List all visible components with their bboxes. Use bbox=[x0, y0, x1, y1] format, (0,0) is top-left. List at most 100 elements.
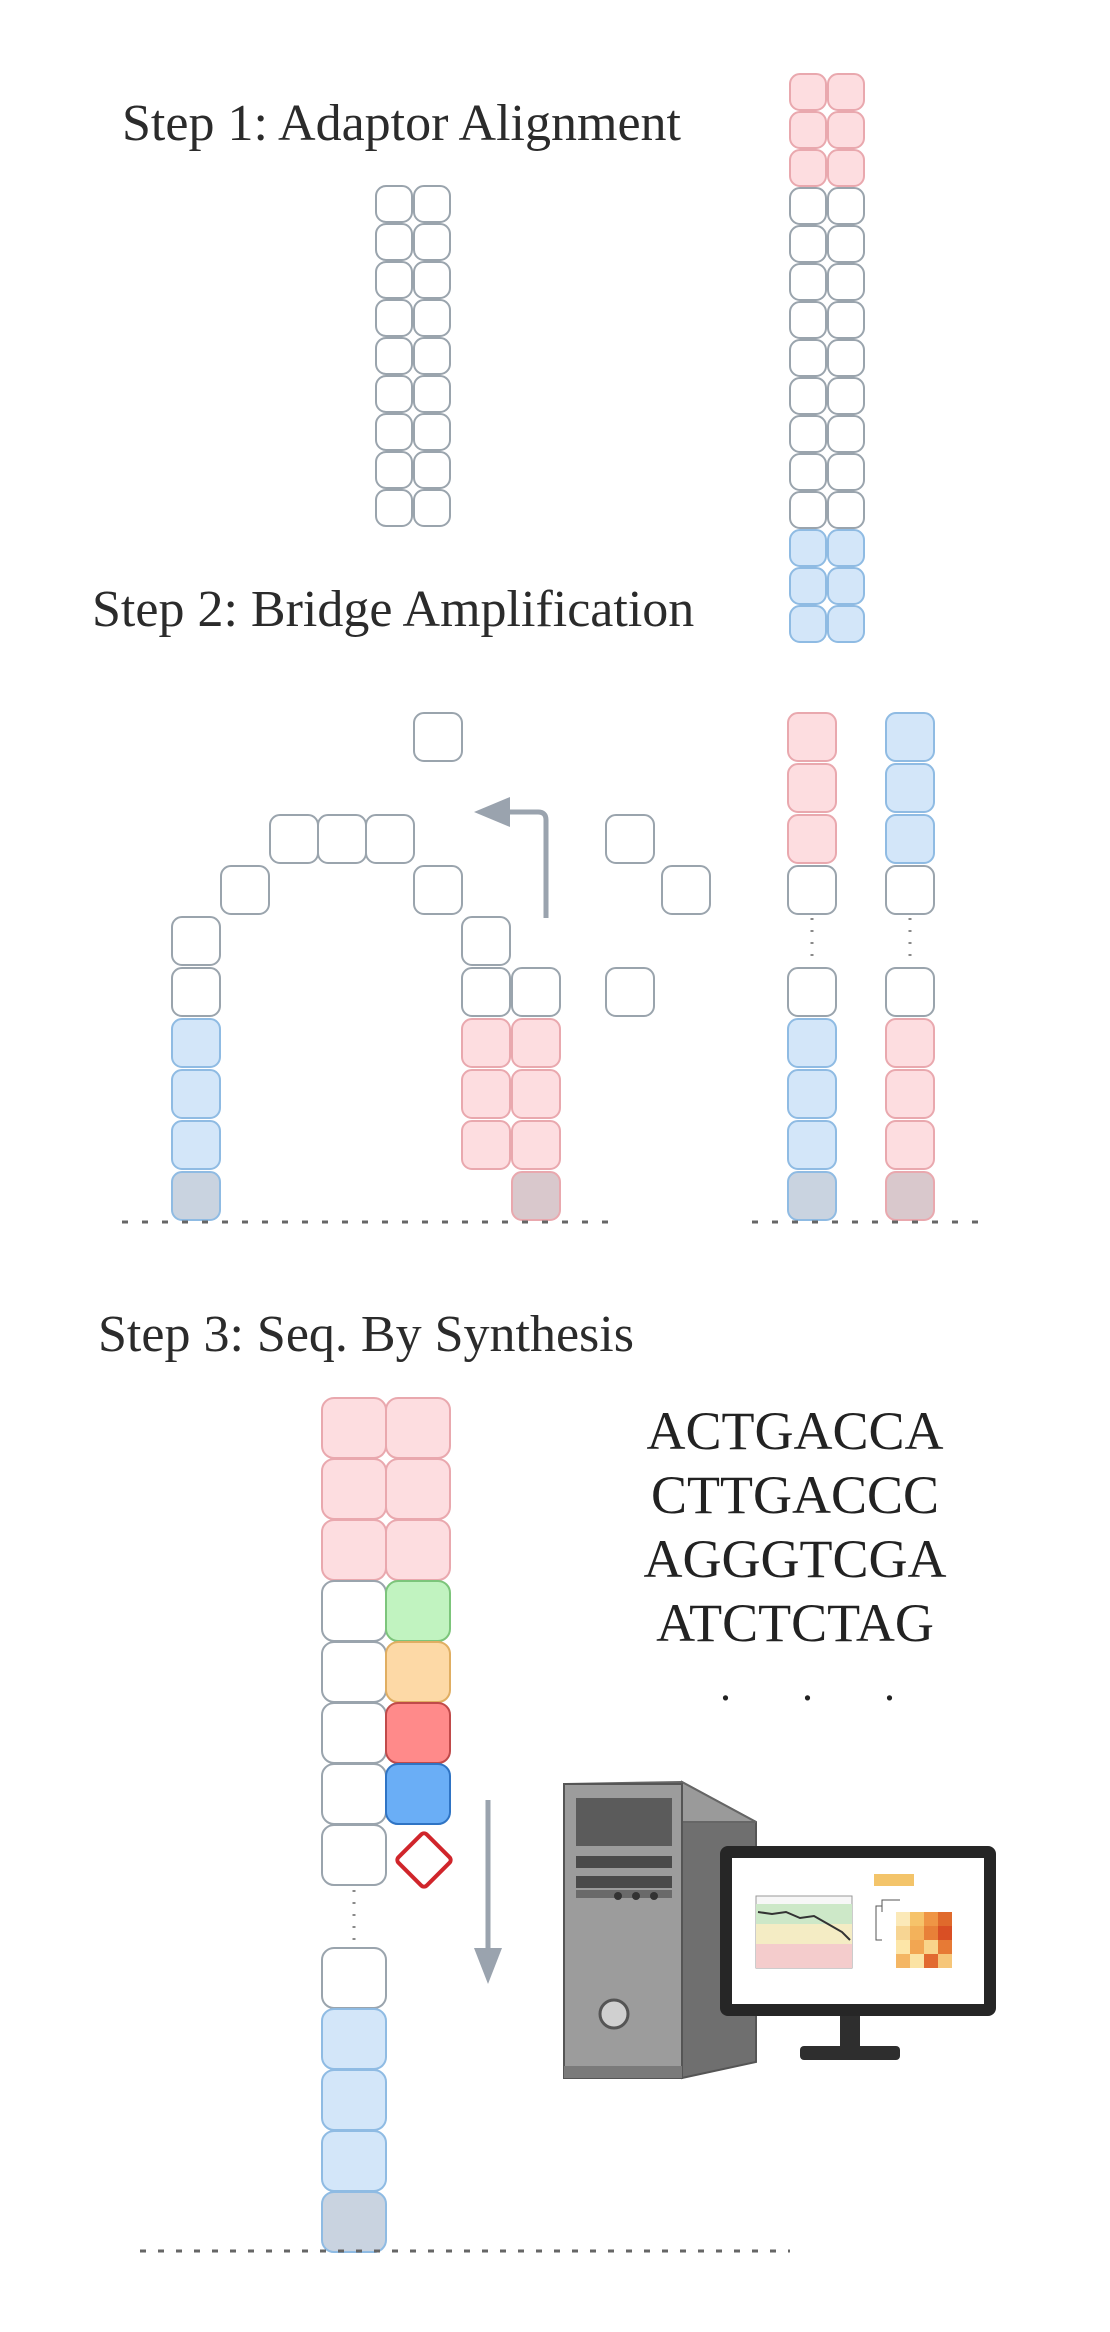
anchor-cell bbox=[511, 1171, 561, 1221]
screen-dendrogram bbox=[875, 1899, 900, 1941]
sequence-read-1: ACTGACCA bbox=[646, 1401, 944, 1461]
strand-cell bbox=[511, 967, 561, 1017]
strand-cell bbox=[827, 491, 865, 529]
step2-title: Step 2: Bridge Amplification bbox=[92, 581, 695, 638]
bridge-arrow-shaft bbox=[500, 809, 549, 918]
strand-cell bbox=[413, 375, 451, 413]
red-adaptor-cell bbox=[461, 1120, 511, 1170]
blue-adaptor-cell bbox=[787, 1120, 837, 1170]
blue-adaptor-cell bbox=[787, 1018, 837, 1068]
screen-heatmap-cell bbox=[938, 1954, 952, 1968]
strand-cell bbox=[789, 187, 827, 225]
strand-cell bbox=[885, 967, 935, 1017]
red-adaptor-cell bbox=[885, 1018, 935, 1068]
screen-heatmap-cell bbox=[938, 1926, 952, 1940]
blue-adaptor-cell bbox=[171, 1120, 221, 1170]
strand-cell bbox=[375, 299, 413, 337]
tower-slot bbox=[576, 1890, 672, 1898]
strand-cell bbox=[413, 261, 451, 299]
red-adaptor-cell bbox=[385, 1397, 451, 1459]
tower-bay bbox=[576, 1798, 672, 1846]
strand-cell bbox=[789, 263, 827, 301]
screen-plot-band bbox=[756, 1944, 852, 1968]
strand-cell bbox=[885, 865, 935, 915]
strand-cell bbox=[827, 339, 865, 377]
screen-heatmap-cell bbox=[896, 1926, 910, 1940]
strand-cell bbox=[827, 377, 865, 415]
strand-cell bbox=[375, 413, 413, 451]
strand-cell bbox=[171, 967, 221, 1017]
bridge-arrow-head bbox=[474, 797, 510, 827]
tower-led bbox=[614, 1892, 622, 1900]
strand-cell bbox=[321, 1580, 387, 1642]
strand-cell bbox=[461, 916, 511, 966]
strand-cell bbox=[827, 187, 865, 225]
blue-adaptor-cell bbox=[885, 763, 935, 813]
blue-adaptor-cell bbox=[827, 567, 865, 605]
strand-cell bbox=[321, 1824, 387, 1886]
red-adaptor-cell bbox=[885, 1069, 935, 1119]
sequence-read-3: AGGGTCGA bbox=[643, 1529, 947, 1589]
red-adaptor-cell bbox=[461, 1018, 511, 1068]
blue-adaptor-cell bbox=[827, 605, 865, 643]
strand-cell bbox=[413, 223, 451, 261]
strand-cell bbox=[413, 489, 451, 527]
blue-adaptor-cell bbox=[789, 529, 827, 567]
synthesis-arrow-head bbox=[474, 1948, 502, 1984]
red-adaptor-cell bbox=[787, 712, 837, 762]
strand-cell bbox=[789, 491, 827, 529]
screen-plot-band bbox=[756, 1924, 852, 1944]
screen-heatmap-cell bbox=[924, 1912, 938, 1926]
strand-cell bbox=[787, 865, 837, 915]
monitor-neck bbox=[840, 2016, 860, 2048]
screen-heatmap-cell bbox=[924, 1940, 938, 1954]
strand-cell bbox=[789, 301, 827, 339]
strand-cell bbox=[375, 337, 413, 375]
strand-cell bbox=[789, 225, 827, 263]
sequence-read-4: ATCTCTAG bbox=[656, 1593, 934, 1653]
strand-cell bbox=[413, 712, 463, 762]
anchor-cell bbox=[787, 1171, 837, 1221]
strand-cell bbox=[413, 451, 451, 489]
blue-adaptor-cell bbox=[321, 2008, 387, 2070]
strand-cell bbox=[375, 375, 413, 413]
strand-cell bbox=[789, 415, 827, 453]
red-adaptor-cell bbox=[321, 1397, 387, 1459]
red-adaptor-cell bbox=[385, 1519, 451, 1581]
red-adaptor-cell bbox=[789, 149, 827, 187]
strand-cell bbox=[269, 814, 319, 864]
power-button-icon bbox=[598, 1998, 630, 2030]
strand-cell bbox=[605, 967, 655, 1017]
red-adaptor-cell bbox=[321, 1458, 387, 1520]
red-adaptor-cell bbox=[511, 1069, 561, 1119]
screen-heatmap-cell bbox=[938, 1940, 952, 1954]
terminator-diamond bbox=[395, 1831, 453, 1889]
red-adaptor-cell bbox=[789, 73, 827, 111]
screen-heatmap-cell bbox=[896, 1954, 910, 1968]
blue-adaptor-cell bbox=[321, 2130, 387, 2192]
sequence-read-2: CTTGACCC bbox=[650, 1465, 940, 1525]
tower-led bbox=[632, 1892, 640, 1900]
strand-cell bbox=[787, 967, 837, 1017]
strand-cell bbox=[375, 451, 413, 489]
screen-heatmap-cell bbox=[896, 1940, 910, 1954]
red-adaptor-cell bbox=[827, 73, 865, 111]
step3-title: Step 3: Seq. By Synthesis bbox=[98, 1306, 634, 1363]
blue-adaptor-cell bbox=[787, 1069, 837, 1119]
strand-cell bbox=[789, 453, 827, 491]
strand-cell bbox=[413, 337, 451, 375]
tower-drive bbox=[576, 1856, 672, 1868]
strand-cell bbox=[413, 865, 463, 915]
strand-cell bbox=[827, 453, 865, 491]
strand-cell bbox=[827, 301, 865, 339]
anchor-cell bbox=[885, 1171, 935, 1221]
tower-led bbox=[650, 1892, 658, 1900]
strand-cell bbox=[413, 185, 451, 223]
screen-heatmap-cell bbox=[896, 1912, 910, 1926]
screen-plot-line bbox=[757, 1910, 851, 1941]
strand-cell bbox=[321, 1947, 387, 2009]
strand-cell bbox=[375, 261, 413, 299]
screen-heatmap-cell bbox=[910, 1940, 924, 1954]
blue-adaptor-cell bbox=[885, 712, 935, 762]
